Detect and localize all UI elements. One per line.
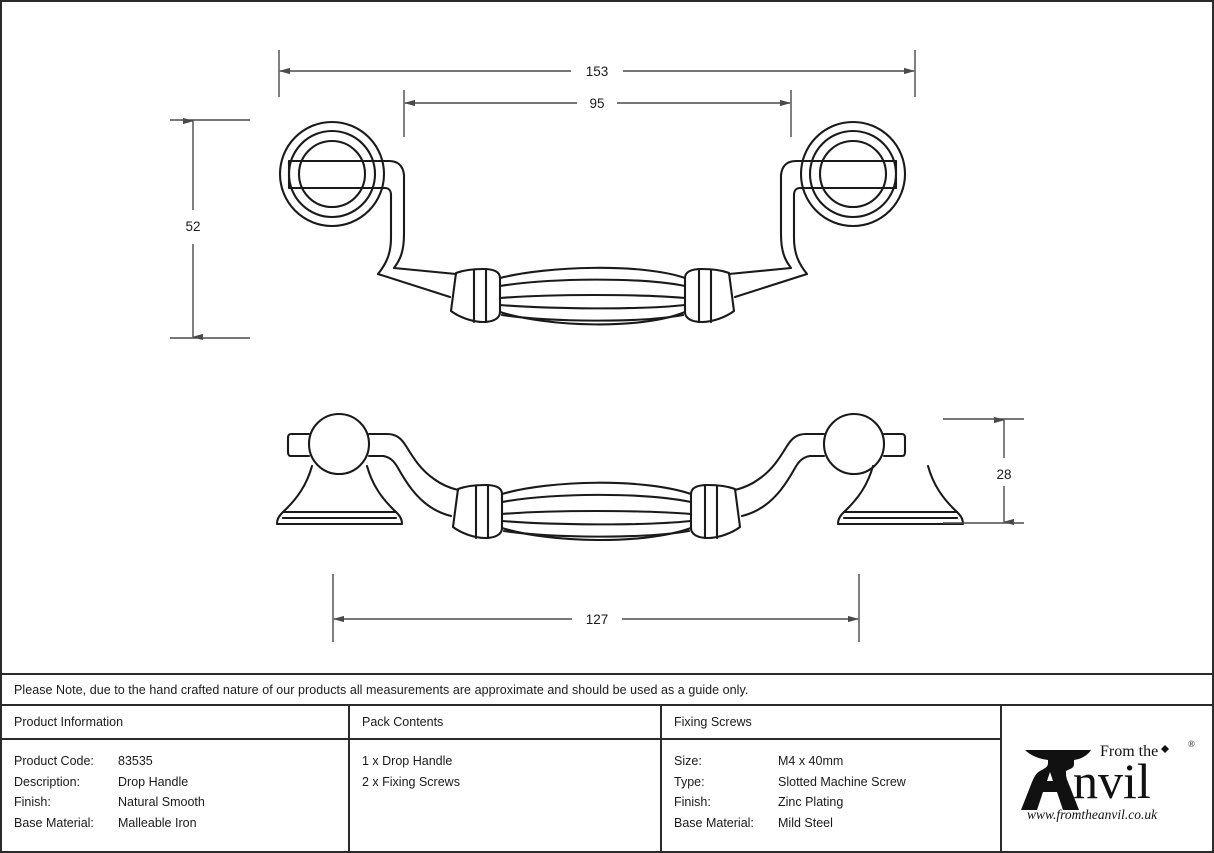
left-collar: [449, 267, 502, 324]
spec-row: Finish: Zinc Plating: [674, 792, 1000, 813]
left-foot: [275, 464, 404, 526]
pack-item: 2 x Fixing Screws: [362, 774, 460, 789]
spec-row: Size: M4 x 40mm: [674, 751, 1000, 772]
spec-value: Zinc Plating: [778, 795, 844, 809]
spec-row: Finish: Natural Smooth: [14, 792, 348, 813]
dimension-overall-height: [170, 117, 250, 341]
spec-key: Description:: [14, 774, 80, 789]
spec-key: Base Material:: [14, 815, 94, 830]
spec-key: Finish:: [14, 795, 51, 809]
dimension-label-95: 95: [589, 96, 604, 111]
anvil-icon: [1021, 749, 1091, 810]
registered-trademark-icon: ®: [1188, 739, 1195, 749]
side-fluted-barrel: [500, 481, 693, 542]
pack-item: 1 x Drop Handle: [362, 754, 453, 768]
spec-value: M4 x 40mm: [778, 754, 844, 768]
logo-wordmark: nvil: [1073, 753, 1151, 809]
spec-row: Description: Drop Handle: [14, 772, 348, 793]
spec-key: Product Code:: [14, 754, 94, 768]
logo-from-the-text: From the: [1100, 743, 1158, 760]
dimension-overall-width: [278, 50, 916, 97]
side-view-handle: [275, 412, 965, 542]
fixing-screws-column: Fixing Screws Size: M4 x 40mm Type: Slot…: [662, 706, 1002, 851]
spec-value: Natural Smooth: [118, 795, 205, 809]
spec-key: Finish:: [674, 795, 711, 809]
drawing-canvas: 153 95 52: [170, 50, 1024, 642]
product-information-column: Product Information Product Code: 83535 …: [2, 706, 350, 851]
left-arm: [373, 159, 458, 299]
fixing-screws-body: Size: M4 x 40mm Type: Slotted Machine Sc…: [662, 740, 1000, 851]
dimension-label-153: 153: [586, 64, 609, 79]
spec-value: 83535: [118, 754, 153, 768]
fluted-barrel: [498, 266, 687, 326]
dimension-label-52: 52: [185, 219, 200, 234]
spec-key: Size:: [674, 754, 702, 768]
side-left-arm: [381, 432, 460, 518]
dimension-fixing-centres: [403, 90, 792, 137]
spec-row: Product Code: 83535: [14, 751, 348, 772]
dimension-label-127: 127: [586, 612, 609, 627]
spec-value: Malleable Iron: [118, 815, 197, 830]
dimension-projection: [943, 416, 1024, 526]
right-arm: [727, 159, 812, 299]
from-the-anvil-logo: From the ® nvil www.fromtheanvil.co.uk: [1013, 734, 1199, 826]
right-foot: [836, 464, 965, 526]
side-right-arm: [733, 432, 812, 518]
product-information-heading: Product Information: [2, 706, 348, 740]
brand-logo-column: From the ® nvil www.fromtheanvil.co.uk: [1002, 706, 1210, 851]
spec-row: Base Material: Mild Steel: [674, 813, 1000, 834]
right-collar: [683, 267, 736, 324]
left-boss: [286, 412, 389, 476]
dimension-side-width: [332, 574, 860, 642]
right-rosette: [799, 120, 907, 228]
logo-url-text: www.fromtheanvil.co.uk: [1027, 807, 1158, 822]
pack-contents-heading: Pack Contents: [350, 706, 660, 740]
measurement-note: Please Note, due to the hand crafted nat…: [2, 673, 1212, 706]
pack-contents-column: Pack Contents 1 x Drop Handle 2 x Fixing…: [350, 706, 662, 851]
spec-row: Type: Slotted Machine Screw: [674, 772, 1000, 793]
spec-key: Type:: [674, 774, 705, 789]
fixing-screws-heading: Fixing Screws: [662, 706, 1000, 740]
technical-drawing: 153 95 52: [2, 2, 1212, 675]
side-left-collar: [451, 483, 504, 540]
dimension-label-28: 28: [996, 467, 1011, 482]
spec-value: Slotted Machine Screw: [778, 774, 906, 789]
spec-key: Base Material:: [674, 815, 754, 830]
pack-contents-body: 1 x Drop Handle 2 x Fixing Screws: [350, 740, 660, 851]
left-rosette: [278, 120, 386, 228]
spec-row: Base Material: Malleable Iron: [14, 813, 348, 834]
side-right-collar: [689, 483, 742, 540]
brand-logo-cell: From the ® nvil www.fromtheanvil.co.uk: [1002, 706, 1210, 851]
diamond-icon: [1161, 744, 1169, 753]
product-info-table: Please Note, due to the hand crafted nat…: [2, 673, 1212, 851]
spec-value: Mild Steel: [778, 815, 833, 830]
anvil-logo-svg: From the ® nvil www.fromtheanvil.co.uk: [1021, 739, 1195, 822]
measurement-note-text: Please Note, due to the hand crafted nat…: [14, 682, 749, 697]
spec-value: Drop Handle: [118, 774, 189, 789]
product-information-body: Product Code: 83535 Description: Drop Ha…: [2, 740, 348, 851]
front-view-handle: [278, 120, 907, 326]
right-boss: [804, 412, 907, 476]
